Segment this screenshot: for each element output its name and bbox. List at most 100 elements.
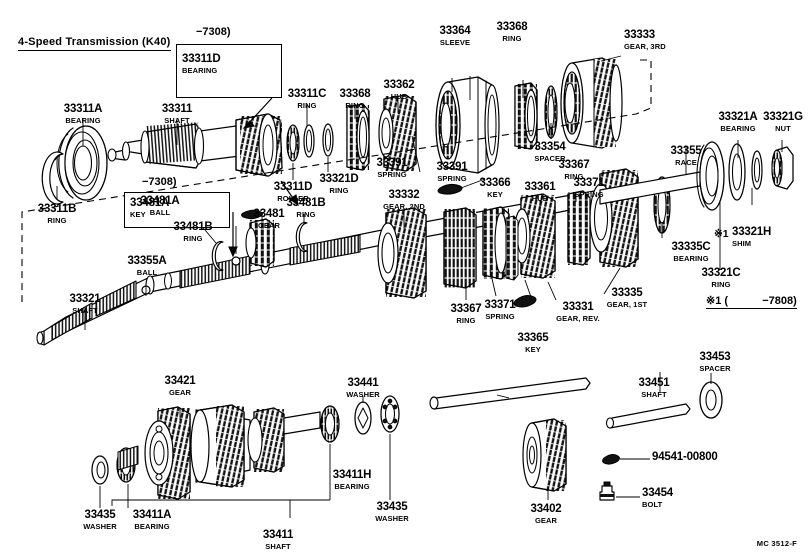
part-name: SPRING <box>485 311 515 321</box>
part-number: 33391 <box>376 157 408 169</box>
label-33481B-a: 33481B RING <box>173 221 213 243</box>
part-number: 33371 <box>573 177 605 189</box>
inset-caption-33311D: −7308) <box>196 26 231 38</box>
part-name: SHIM <box>732 238 752 248</box>
label-33311D-bearing: 33311D BEARING <box>182 53 221 75</box>
label-33355A: 33355A BALL <box>127 255 166 276</box>
label-33335: 33335 GEAR, 1ST <box>607 287 648 308</box>
part-number: 33335 <box>611 287 643 299</box>
part-name: BEARING <box>334 481 370 491</box>
part-name: SPRING <box>574 189 604 199</box>
label-33368-a: 33368 RING <box>339 88 371 109</box>
part-name: KEY <box>487 189 503 199</box>
part-number: 33311D <box>273 181 313 193</box>
part-number: 33435 <box>376 501 408 513</box>
part-number: 94541-00800 <box>652 451 718 463</box>
label-33411H: 33411H BEARING <box>332 469 372 491</box>
shim-mark: ※1 <box>714 228 729 240</box>
part-name: BEARING <box>182 65 218 75</box>
part-name: RING <box>329 185 349 195</box>
label-33331: 33331 GEAR, REV. <box>556 301 600 323</box>
part-number: 33364 <box>439 25 471 37</box>
part-number: 33311 <box>161 103 193 115</box>
part-name: SLEEVE <box>439 37 471 47</box>
diagram-title: 4-Speed Transmission (K40) <box>18 36 171 51</box>
part-name: SHAFT <box>265 541 291 551</box>
label-33371-b: 33371 SPRING <box>573 177 605 199</box>
label-33362: 33362 HUB <box>384 79 415 100</box>
part-name: RING <box>711 279 731 289</box>
part-number: 33321C <box>701 267 741 279</box>
part-number: 33366 <box>479 177 511 189</box>
part-number: 33441 <box>347 377 379 389</box>
label-33481A-ball: 33481A BALL <box>140 195 179 216</box>
part-number: 33311C <box>287 88 327 100</box>
part-number: 33481A <box>130 197 170 209</box>
label-33332: 33332 GEAR, 2ND <box>383 189 425 211</box>
part-name: SPRING <box>377 169 407 179</box>
part-number: 33321H <box>732 226 772 238</box>
part-number: 33332 <box>388 189 420 201</box>
part-number: 33361 <box>524 181 556 193</box>
label-33435-b: 33435 WASHER <box>375 501 409 523</box>
part-name: KEY <box>130 209 146 219</box>
part-number: 33311A <box>63 103 103 115</box>
label-33435-a: 33435 WASHER <box>83 509 117 530</box>
part-number: 33421 <box>164 375 196 387</box>
label-33321A: 33321A BEARING <box>718 111 757 133</box>
label-33321D: 33321D RING <box>319 173 359 195</box>
label-94541-00800: 94541-00800 <box>652 451 718 464</box>
part-number: 33411 <box>262 529 294 541</box>
label-33441: 33441 WASHER <box>346 377 380 398</box>
note-range: −7808) <box>762 295 797 307</box>
part-number: 33368 <box>496 21 528 33</box>
note-shim-range: ※1 ( −7808) <box>706 294 797 309</box>
part-number: 33321D <box>319 173 359 185</box>
label-33321: 33321 SHAFT <box>70 293 101 314</box>
part-name: RACE <box>675 157 697 167</box>
part-name: RING <box>47 215 67 225</box>
part-number: 33371 <box>484 299 516 311</box>
part-name: RING <box>297 100 317 110</box>
part-number: 33391 <box>436 161 468 173</box>
part-number: 33333 <box>624 29 655 41</box>
part-number: 33311B <box>37 203 77 215</box>
part-name: HUB <box>531 193 549 203</box>
part-number: 33435 <box>84 509 116 521</box>
part-number: 33451 <box>638 377 670 389</box>
label-33364: 33364 SLEEVE <box>439 25 471 47</box>
part-name: RING <box>456 315 476 325</box>
part-name: RING <box>502 33 522 43</box>
label-33391-a: 33391 SPRING <box>376 157 408 179</box>
label-33454: 33454 BOLT <box>642 487 673 508</box>
inset-box-33481A <box>124 192 230 228</box>
inset-caption-33481A: −7308) <box>142 176 177 188</box>
part-number: 33335C <box>671 241 711 253</box>
part-name: GEAR, REV. <box>556 313 600 323</box>
part-number: 33481B <box>173 221 213 233</box>
part-name: RING <box>296 209 316 219</box>
part-name: GEAR <box>257 220 281 230</box>
part-number: 33368 <box>339 88 371 100</box>
label-33333: 33333 GEAR, 3RD <box>624 29 666 50</box>
part-name: GEAR, 2ND <box>383 201 425 211</box>
label-33321H: 33321H SHIM <box>732 226 772 248</box>
part-name: RING <box>183 233 203 243</box>
label-33402: 33402 GEAR <box>530 503 562 524</box>
label-33361: 33361 HUB <box>524 181 556 203</box>
label-33311B: 33311B RING <box>37 203 77 225</box>
part-name: BEARING <box>720 123 756 133</box>
part-name: SPACER <box>699 363 731 373</box>
label-33311C: 33311C RING <box>287 88 327 110</box>
label-33368-b: 33368 RING <box>496 21 528 43</box>
part-name: SPACER <box>534 153 566 163</box>
part-name: WASHER <box>375 513 409 523</box>
part-number: 33402 <box>530 503 562 515</box>
part-number: 33321G <box>763 111 803 123</box>
part-number: 33454 <box>642 487 673 499</box>
part-number: 33411H <box>332 469 372 481</box>
part-name: BEARING <box>673 253 709 263</box>
part-name: BEARING <box>134 521 170 531</box>
label-33311A: 33311A BEARING <box>63 103 103 124</box>
